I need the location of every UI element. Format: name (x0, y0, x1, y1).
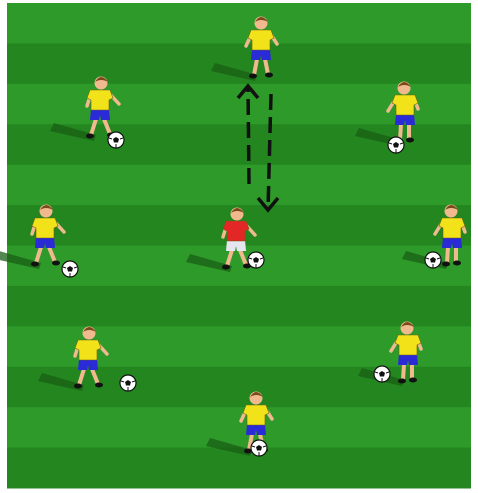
boot (398, 379, 406, 384)
shirt (395, 335, 421, 355)
ball-icon (248, 252, 264, 268)
shirt (243, 405, 269, 425)
boot (453, 261, 461, 266)
shirt (392, 95, 418, 115)
boot (52, 261, 60, 266)
ball-icon (425, 252, 441, 268)
boot (222, 265, 230, 270)
pitch-stripe (7, 165, 471, 206)
arrow-shaft (248, 86, 249, 184)
boot (409, 378, 417, 383)
shirt (75, 340, 101, 360)
boot (74, 384, 82, 389)
ball-icon (62, 261, 78, 277)
pitch-stripe (7, 286, 471, 327)
shirt (439, 218, 465, 238)
shirt (87, 90, 113, 110)
boot (265, 73, 273, 78)
ball-icon (388, 137, 404, 153)
ball-icon (108, 132, 124, 148)
shirt (248, 30, 274, 50)
boot (95, 383, 103, 388)
ball-icon (120, 375, 136, 391)
boot (31, 262, 39, 267)
pitch-stripe (7, 43, 471, 84)
pitch-stripe (7, 3, 471, 44)
shirt (223, 221, 249, 241)
shirt (32, 218, 58, 238)
boot (86, 134, 94, 139)
boot (406, 138, 414, 143)
ball-icon (374, 366, 390, 382)
pitch-stripe (7, 407, 471, 448)
pitch-stripe (7, 448, 471, 489)
boot (249, 74, 257, 79)
boot (442, 262, 450, 267)
ball-icon (251, 440, 267, 456)
